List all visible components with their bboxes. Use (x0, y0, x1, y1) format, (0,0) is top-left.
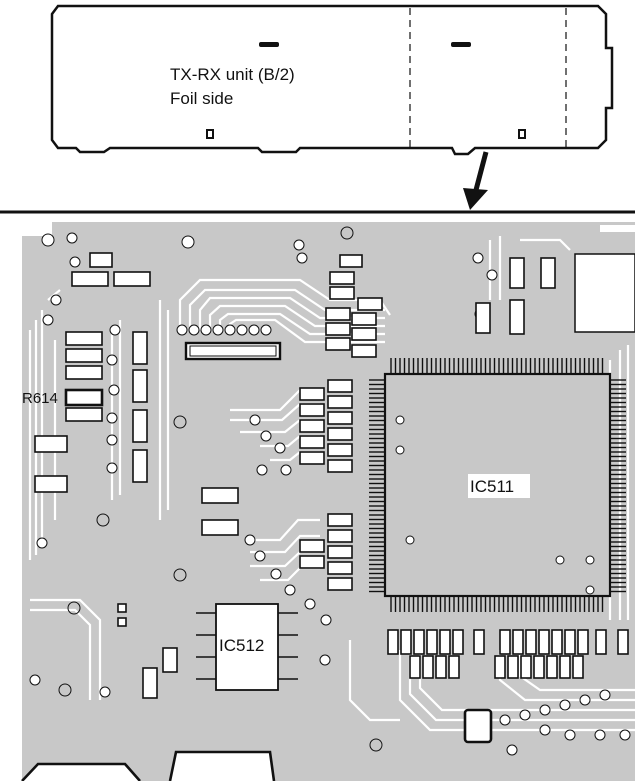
ic511-label: IC511 (470, 477, 514, 496)
square-pad (463, 708, 493, 744)
connector-pad (574, 253, 635, 333)
ic512: IC512 (196, 603, 298, 691)
unit-outline-shape (50, 4, 614, 156)
hole-left (206, 129, 214, 139)
unit-title-line2: Foil side (170, 89, 233, 108)
unit-outline: TX-RX unit (B/2) Foil side (50, 4, 614, 156)
r614-label: R614 (22, 390, 58, 407)
ic512-body (215, 603, 279, 691)
slot-right (451, 42, 471, 47)
ic511-pins (369, 358, 626, 612)
long-component-inner (189, 345, 277, 357)
bottom-row-components (387, 629, 629, 679)
passive-components (34, 252, 556, 699)
pointer-arrow (463, 151, 489, 210)
slot-left (259, 42, 279, 47)
ic512-pins (196, 612, 298, 680)
hole-right (518, 129, 526, 139)
ic512-label: IC512 (219, 636, 264, 655)
ic511: IC511 (369, 358, 626, 612)
pcb-board: R614 IC511 IC512 (0, 210, 635, 781)
ic511-label-bg (468, 474, 530, 498)
r614-component (64, 388, 104, 407)
unit-title-line1: TX-RX unit (B/2) (170, 65, 295, 84)
board-bottom-outline (21, 750, 276, 781)
ic511-inner-pads (395, 415, 595, 595)
